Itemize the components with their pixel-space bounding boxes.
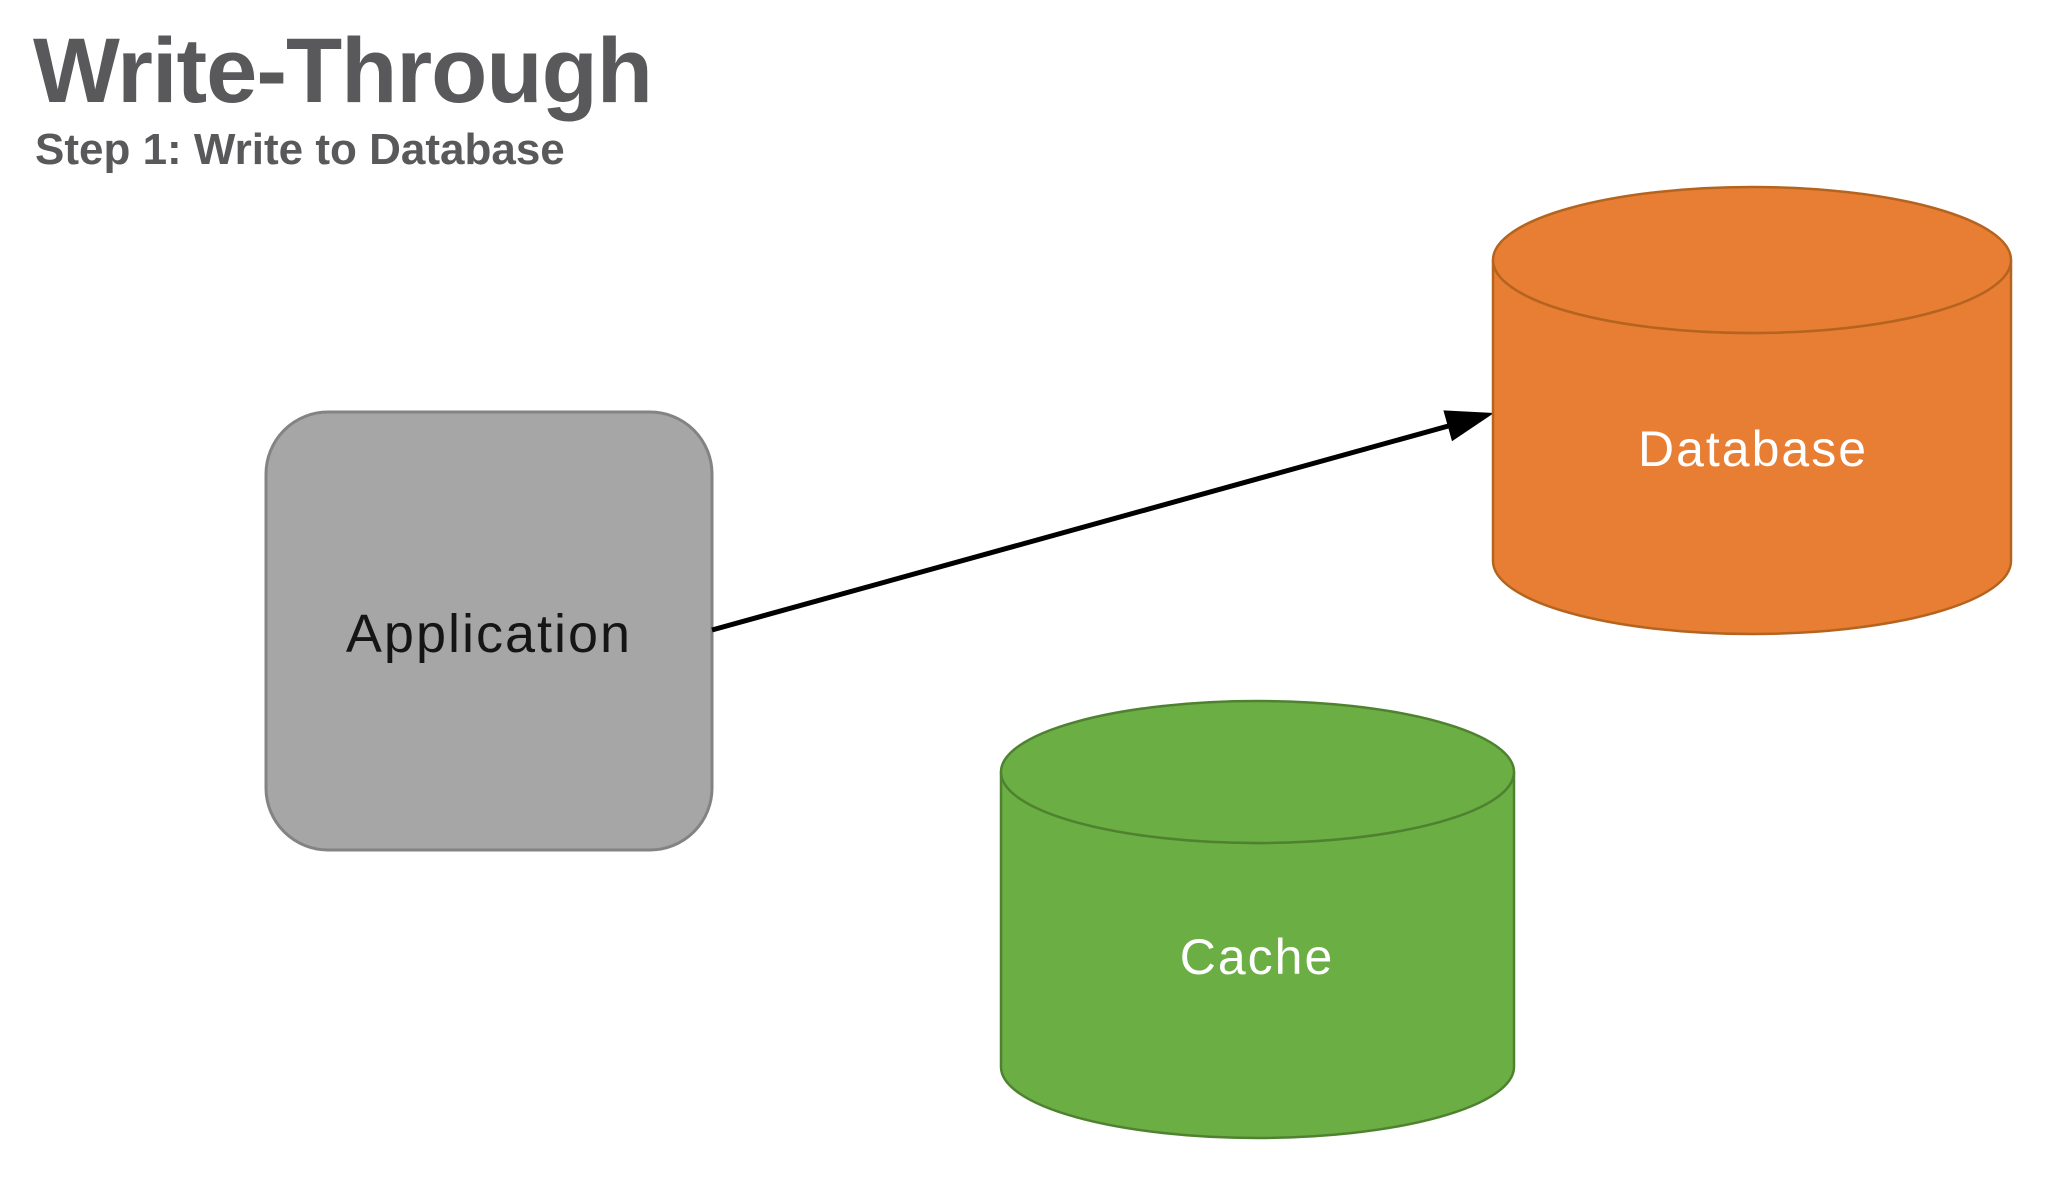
database-cylinder-top xyxy=(1491,185,2013,335)
write-arrow-line xyxy=(711,422,1453,633)
write-arrow-head-icon xyxy=(1443,410,1494,442)
application-node xyxy=(264,410,714,852)
application-label: Application xyxy=(345,604,633,664)
cache-cylinder-top xyxy=(999,699,1516,845)
database-node xyxy=(1491,185,2013,636)
cache-node xyxy=(999,699,1516,1140)
page-title: Write-Through xyxy=(33,20,653,122)
database-label: Database xyxy=(1637,421,1869,477)
page-subtitle: Step 1: Write to Database xyxy=(35,125,565,174)
cache-label: Cache xyxy=(1179,929,1335,985)
